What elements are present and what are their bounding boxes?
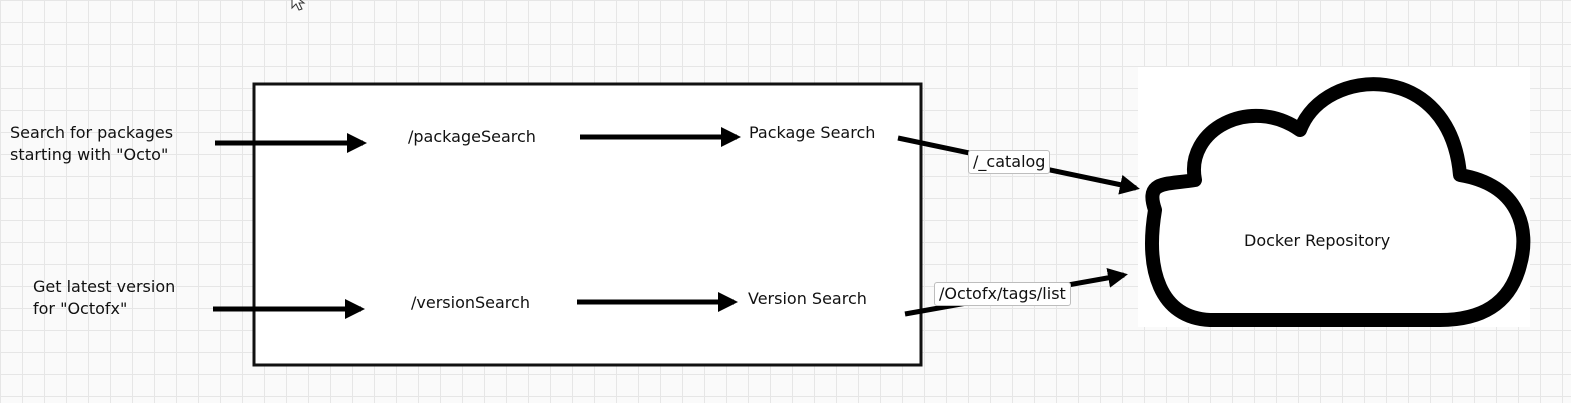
tags-list-call-label[interactable]: /Octofx/tags/list [934, 282, 1071, 306]
docker-repository-label: Docker Repository [1244, 231, 1391, 250]
package-search-service[interactable]: Package Search [749, 123, 876, 142]
catalog-call-label[interactable]: /_catalog [968, 150, 1051, 174]
package-query-label: Search for packages starting with "Octo" [10, 123, 174, 164]
package-search-endpoint[interactable]: /packageSearch [408, 127, 536, 146]
service-box[interactable] [252, 82, 923, 367]
mouse-pointer-icon [291, 0, 306, 11]
docker-repository-cloud[interactable] [1145, 77, 1531, 327]
version-search-service[interactable]: Version Search [748, 289, 867, 308]
version-search-endpoint[interactable]: /versionSearch [411, 293, 530, 312]
version-query-label: Get latest version for "Octofx" [33, 277, 176, 318]
